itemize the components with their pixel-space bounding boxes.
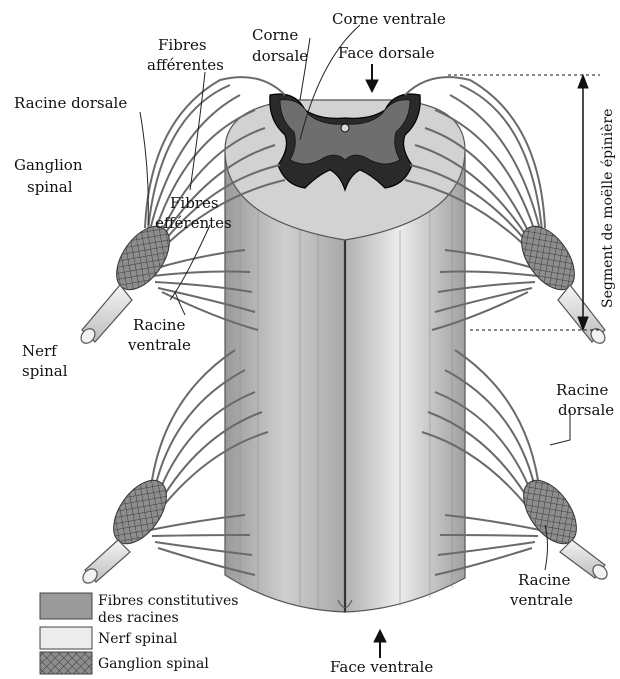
label-fibres-efferentes-1: Fibres — [170, 194, 219, 212]
label-racine-ventrale-right-2: ventrale — [509, 591, 573, 609]
face-ventrale-arrow — [374, 630, 386, 658]
label-fibres-afferentes-1: Fibres — [158, 36, 207, 54]
legend-text-ganglion: Ganglion spinal — [98, 656, 209, 672]
label-face-dorsale: Face dorsale — [338, 44, 435, 62]
label-fibres-efferentes-2: efférentes — [155, 214, 232, 232]
label-nerf-spinal-2: spinal — [22, 362, 68, 380]
legend-swatch-fibres — [40, 593, 92, 619]
label-racine-dorsale-left: Racine dorsale — [14, 94, 127, 112]
label-racine-dorsale-right-2: dorsale — [558, 401, 614, 419]
label-ganglion-spinal-2: spinal — [27, 178, 73, 196]
legend-text-nerf: Nerf spinal — [98, 631, 178, 647]
label-ganglion-spinal-1: Ganglion — [14, 156, 83, 174]
ganglion-lower-right — [513, 471, 587, 553]
label-corne-dorsale-2: dorsale — [252, 47, 308, 65]
label-fibres-afferentes-2: afférentes — [147, 56, 224, 74]
legend-swatch-ganglion — [40, 652, 92, 674]
label-nerf-spinal-1: Nerf — [22, 342, 58, 360]
label-racine-ventrale-right-1: Racine — [518, 571, 570, 589]
label-racine-ventrale-left-2: ventrale — [127, 336, 191, 354]
legend-text-fibres-1: Fibres constitutives — [98, 593, 238, 609]
legend: Fibres constitutives des racines Nerf sp… — [40, 593, 238, 674]
label-corne-dorsale-1: Corne — [252, 26, 298, 44]
label-segment: Segment de moëlle épinière — [600, 109, 616, 308]
ganglion-lower-left — [103, 471, 177, 553]
legend-swatch-nerf — [40, 627, 92, 649]
label-face-ventrale: Face ventrale — [330, 658, 433, 676]
label-racine-ventrale-left-1: Racine — [133, 316, 185, 334]
face-dorsale-arrow — [366, 64, 378, 92]
spinal-cord — [225, 94, 465, 612]
legend-text-fibres-2: des racines — [98, 610, 179, 626]
central-canal — [341, 124, 349, 132]
label-racine-dorsale-right-1: Racine — [556, 381, 608, 399]
label-corne-ventrale: Corne ventrale — [332, 10, 446, 28]
